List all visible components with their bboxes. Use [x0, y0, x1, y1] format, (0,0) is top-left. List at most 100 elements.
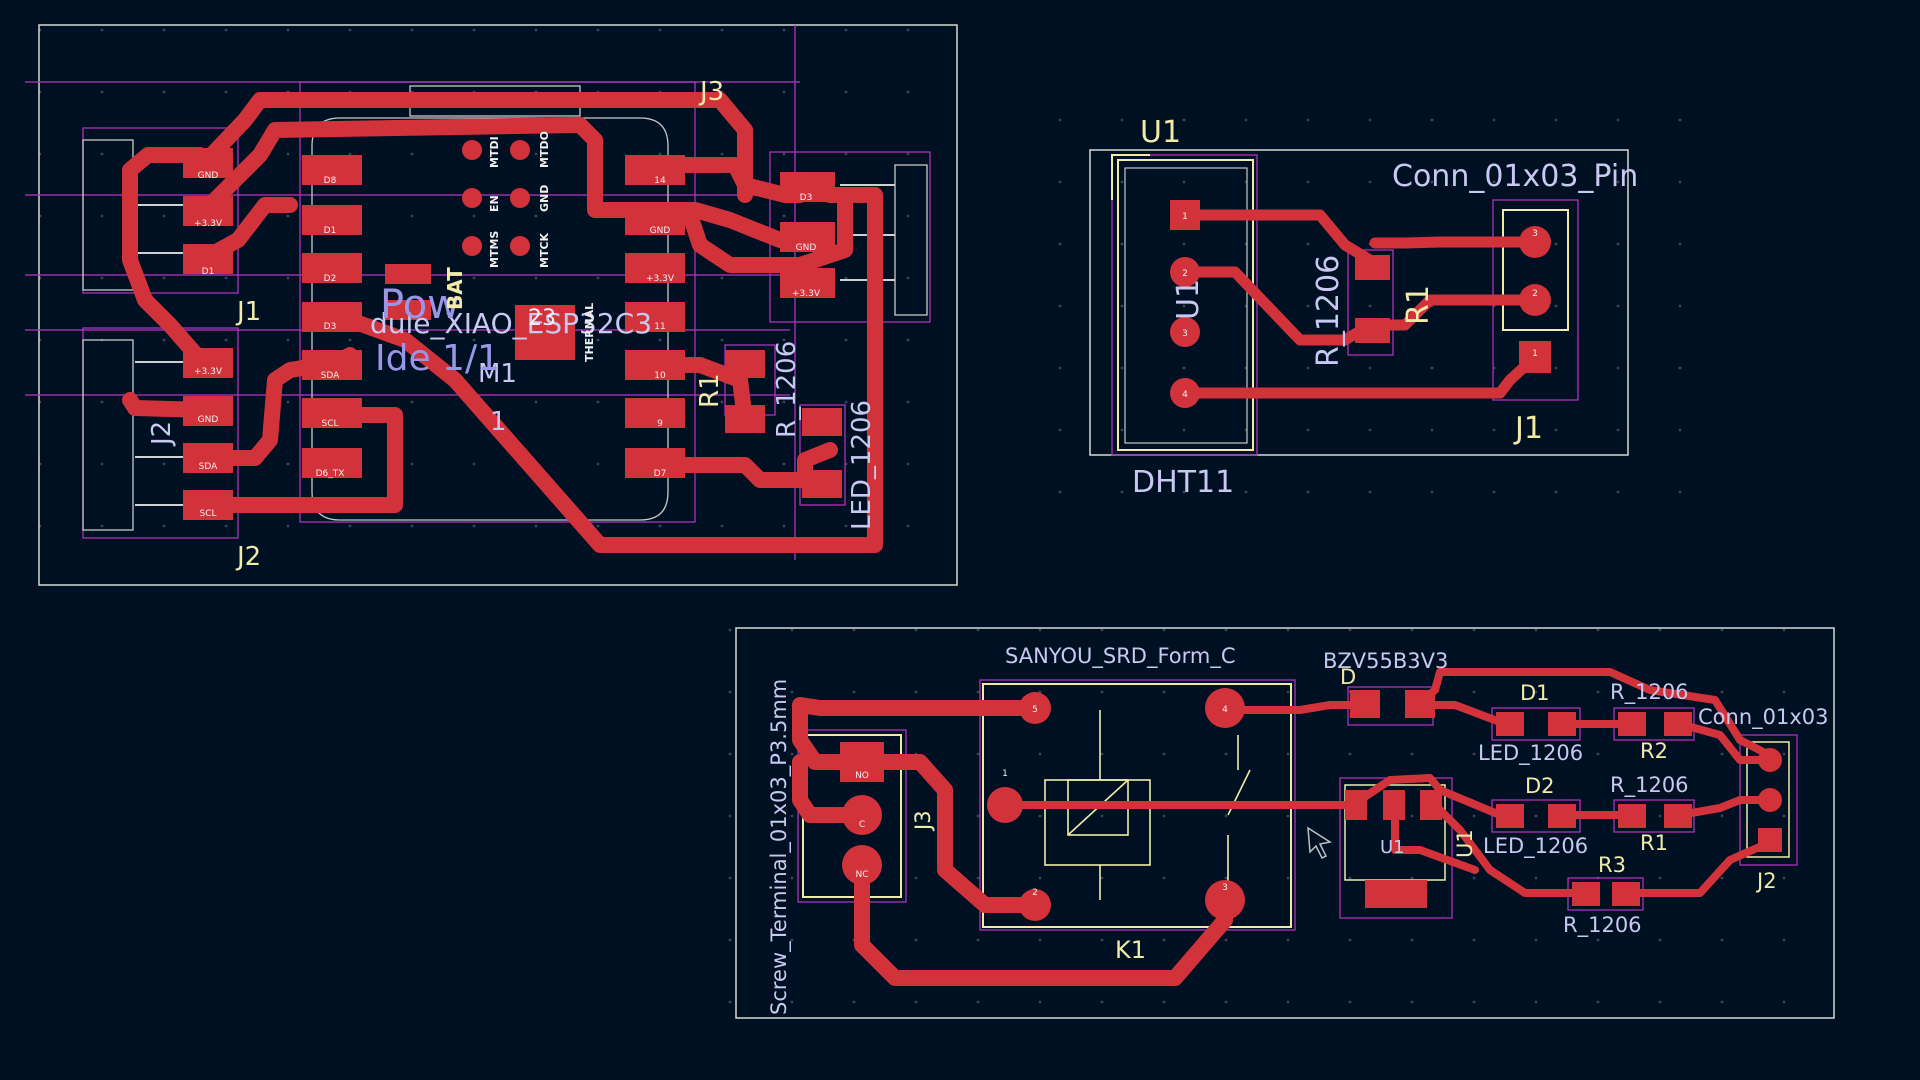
grid-dot	[1100, 628, 1104, 632]
grid-dot	[914, 1000, 918, 1004]
grid-dot	[1348, 752, 1352, 756]
grid-dot	[914, 690, 918, 694]
grid-dot	[1348, 1000, 1352, 1004]
grid-dot	[976, 938, 980, 942]
grid-dot	[1368, 366, 1372, 370]
ref-1-label: 1	[490, 407, 507, 437]
grid-dot	[1306, 118, 1310, 122]
grid-dot	[100, 524, 104, 528]
grid-dot	[1472, 814, 1476, 818]
mid-pad-label: MTDO	[538, 131, 551, 168]
bat-label: BAT	[443, 267, 467, 310]
grid-dot	[1100, 814, 1104, 818]
thermal-label: THERMAL	[583, 303, 596, 362]
grid-dot	[1534, 628, 1538, 632]
grid-dot	[1058, 366, 1062, 370]
grid-dot	[162, 524, 166, 528]
grid-dot	[1430, 366, 1434, 370]
module-pin-label: D6_TX	[316, 469, 345, 479]
value-screw-terminal: Screw_Terminal_01x03_P3.5mm	[767, 679, 792, 1015]
grid-dot	[1534, 752, 1538, 756]
grid-dot	[1720, 876, 1724, 880]
dht-pin-label: 1	[1182, 212, 1188, 222]
board-relay[interactable]: 5 4 1 2 3 NO C NC SANYOU_SRD_Form_C Scre…	[735, 627, 1835, 1019]
fab-u1: U1	[1380, 837, 1405, 858]
module-pin-label: SDA	[321, 371, 340, 381]
grid-dot	[976, 876, 980, 880]
grid-dot	[1182, 118, 1186, 122]
grid-dot	[852, 690, 856, 694]
value-conn-01x03: Conn_01x03	[1698, 705, 1829, 730]
grid-dot	[596, 524, 600, 528]
grid-dot	[1224, 752, 1228, 756]
relay-labels: SANYOU_SRD_Form_C Screw_Terminal_01x03_P…	[767, 644, 1829, 1015]
grid-dot	[1554, 428, 1558, 432]
dht-traces	[1179, 209, 1541, 399]
grid-dot	[790, 628, 794, 632]
grid-dot	[782, 152, 786, 156]
value-r-1206-b: R_1206	[1610, 773, 1689, 798]
grid-dot	[1534, 690, 1538, 694]
ref-j2: J2	[1755, 869, 1777, 893]
grid-dot	[1720, 1000, 1724, 1004]
grid-dot	[286, 28, 290, 32]
value-r-1206-c: R_1206	[1563, 913, 1642, 938]
grid-dot	[658, 338, 662, 342]
grid-dot	[844, 90, 848, 94]
grid-dot	[1658, 628, 1662, 632]
grid-dot	[1616, 366, 1620, 370]
grid-dot	[782, 28, 786, 32]
grid-dot	[1616, 118, 1620, 122]
j2-pad-label: SDA	[199, 462, 218, 472]
grid-dot	[1244, 118, 1248, 122]
grid-dot	[1596, 1000, 1600, 1004]
module-pin-label: D2	[324, 274, 337, 284]
grid-dot	[1182, 428, 1186, 432]
left-pad-labels: GND +3.3V D1 +3.3V GND SDA SCL D3 GND +3…	[194, 171, 821, 519]
grid-dot	[906, 28, 910, 32]
board-left[interactable]: GND +3.3V D1 +3.3V GND SDA SCL D3 GND +3…	[25, 24, 958, 586]
grid-dot	[976, 752, 980, 756]
grid-dot	[410, 400, 414, 404]
ref-j3: J3	[698, 77, 724, 107]
grid-dot	[1492, 490, 1496, 494]
grid-dot	[906, 462, 910, 466]
grid-dot	[472, 28, 476, 32]
grid-dot	[906, 400, 910, 404]
ref-d1: D1	[1520, 681, 1550, 705]
grid-dot	[1286, 752, 1290, 756]
value-dht11: DHT11	[1132, 465, 1234, 500]
grid-dot	[1306, 304, 1310, 308]
grid-dot	[728, 1000, 732, 1004]
r1-courtyard	[1347, 249, 1394, 356]
grid-dot	[224, 276, 228, 280]
grid-dot	[1182, 366, 1186, 370]
grid-dot	[1678, 118, 1682, 122]
grid-dot	[1720, 690, 1724, 694]
grid-dot	[728, 628, 732, 632]
value-relay: SANYOU_SRD_Form_C	[1005, 644, 1236, 669]
grid-dot	[1678, 366, 1682, 370]
grid-dot	[1224, 814, 1228, 818]
relay-pin-label: 5	[1032, 705, 1038, 715]
grid-dot	[1492, 428, 1496, 432]
grid-dot	[1678, 304, 1682, 308]
grid-dot	[224, 90, 228, 94]
board-dht11[interactable]: 1 2 3 4 3 2 1 U1 U1 DHT11 Conn_01x03_Pin…	[1089, 115, 1638, 500]
j2-pad-label: +3.3V	[194, 367, 223, 377]
j2-pad-label: GND	[198, 415, 219, 425]
grid-dot	[1782, 752, 1786, 756]
dht11-body	[1117, 159, 1254, 451]
grid-dot	[348, 524, 352, 528]
grid-dot	[1162, 876, 1166, 880]
relay-pad-labels: 5 4 1 2 3 NO C NC	[855, 705, 1228, 898]
ref-j1: J1	[235, 297, 261, 327]
grid-dot	[658, 524, 662, 528]
grid-dot	[286, 462, 290, 466]
grid-dot	[906, 152, 910, 156]
grid-dot	[1554, 242, 1558, 246]
grid-dot	[162, 462, 166, 466]
grid-dot	[790, 690, 794, 694]
grid-dot	[1162, 814, 1166, 818]
